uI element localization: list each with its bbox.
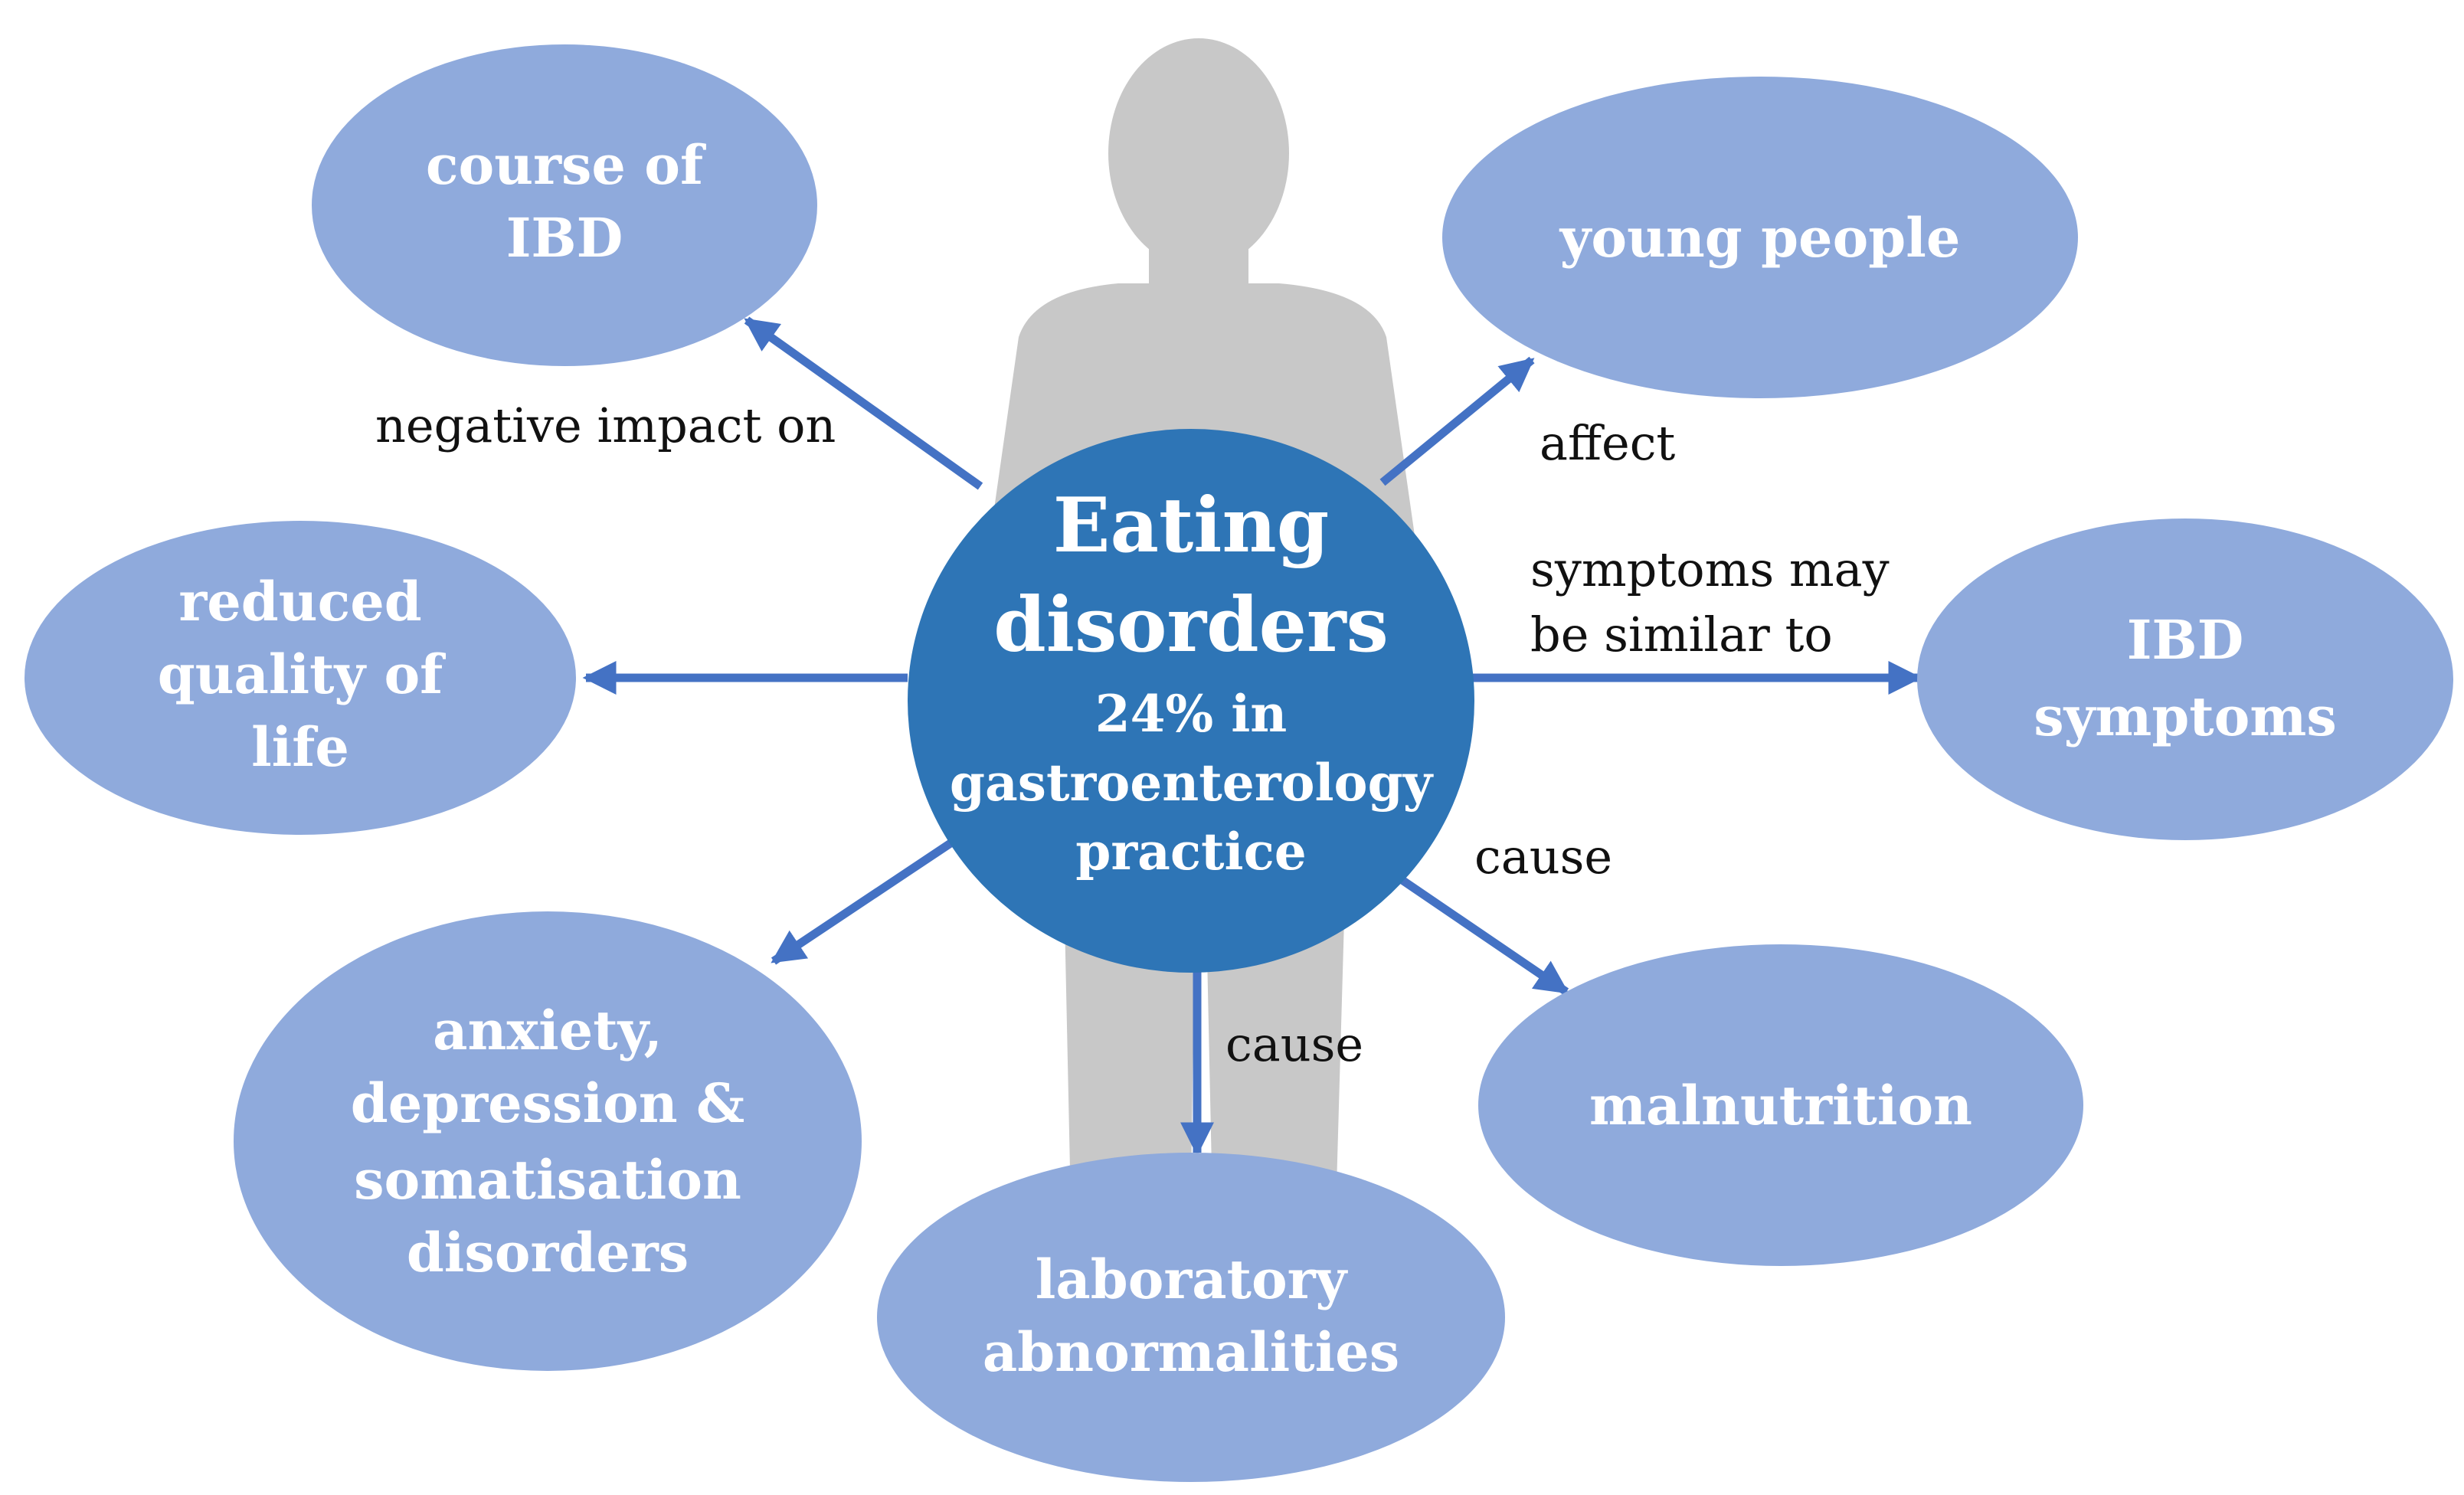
bubbles xyxy=(25,44,2453,1482)
anxiety-line-3: somatisation xyxy=(354,1148,741,1212)
arrow-to-malnutrition xyxy=(1383,865,1569,996)
center-title-line-1: Eating xyxy=(1053,482,1329,570)
bubble-ibd-symptoms xyxy=(1917,519,2453,840)
edge-label-similar-line-2: be similar to xyxy=(1530,607,1833,662)
edge-label-cause-malnutrition: cause xyxy=(1474,829,1612,885)
bubble-quality-life xyxy=(25,521,576,835)
center-stat-line-2: gastroenterology xyxy=(950,753,1434,813)
arrow-to-course-ibd xyxy=(744,316,983,490)
center-stat-line-3: practice xyxy=(1075,822,1307,882)
ibd-symptoms-line-2: symptoms xyxy=(2034,685,2337,748)
young-people-line-1: young people xyxy=(1559,206,1961,270)
bubble-lab xyxy=(877,1153,1505,1482)
bubble-anxiety xyxy=(234,911,862,1371)
edge-label-similar-line-1: symptoms may xyxy=(1530,541,1890,597)
arrows xyxy=(582,316,1922,1156)
course-ibd-line-1: course of xyxy=(426,133,706,197)
center-title-line-2: disorders xyxy=(993,581,1389,669)
anxiety-line-4: disorders xyxy=(407,1221,689,1284)
center-circle xyxy=(908,429,1474,973)
bubble-labels: course of IBD young people reduced quali… xyxy=(158,133,2337,1384)
malnutrition-line-1: malnutrition xyxy=(1589,1074,1972,1137)
edge-labels: negative impact on affect symptoms may b… xyxy=(375,397,1890,1072)
arrow-to-anxiety xyxy=(771,835,960,965)
anxiety-line-2: depression & xyxy=(351,1071,744,1135)
center-label: Eating disorders 24% in gastroenterology… xyxy=(950,482,1434,882)
bubble-course-ibd xyxy=(312,44,817,366)
quality-life-line-1: reduced xyxy=(178,570,421,633)
quality-life-line-3: life xyxy=(251,715,349,779)
bubble-malnutrition xyxy=(1478,944,2083,1266)
edge-label-cause-lab: cause xyxy=(1225,1016,1363,1072)
quality-life-line-2: quality of xyxy=(158,643,446,706)
anxiety-line-1: anxiety, xyxy=(433,999,663,1062)
center-stat-line-1: 24% in xyxy=(1095,684,1288,744)
lab-line-2: abnormalities xyxy=(983,1320,1399,1384)
ibd-symptoms-line-1: IBD xyxy=(2127,608,2244,672)
edge-label-affect: affect xyxy=(1540,415,1675,471)
edge-label-negative-impact: negative impact on xyxy=(375,397,836,453)
course-ibd-line-2: IBD xyxy=(506,206,623,270)
arrow-to-young-people xyxy=(1379,356,1535,486)
lab-line-1: laboratory xyxy=(1036,1248,1349,1311)
bubble-young-people xyxy=(1442,77,2078,398)
